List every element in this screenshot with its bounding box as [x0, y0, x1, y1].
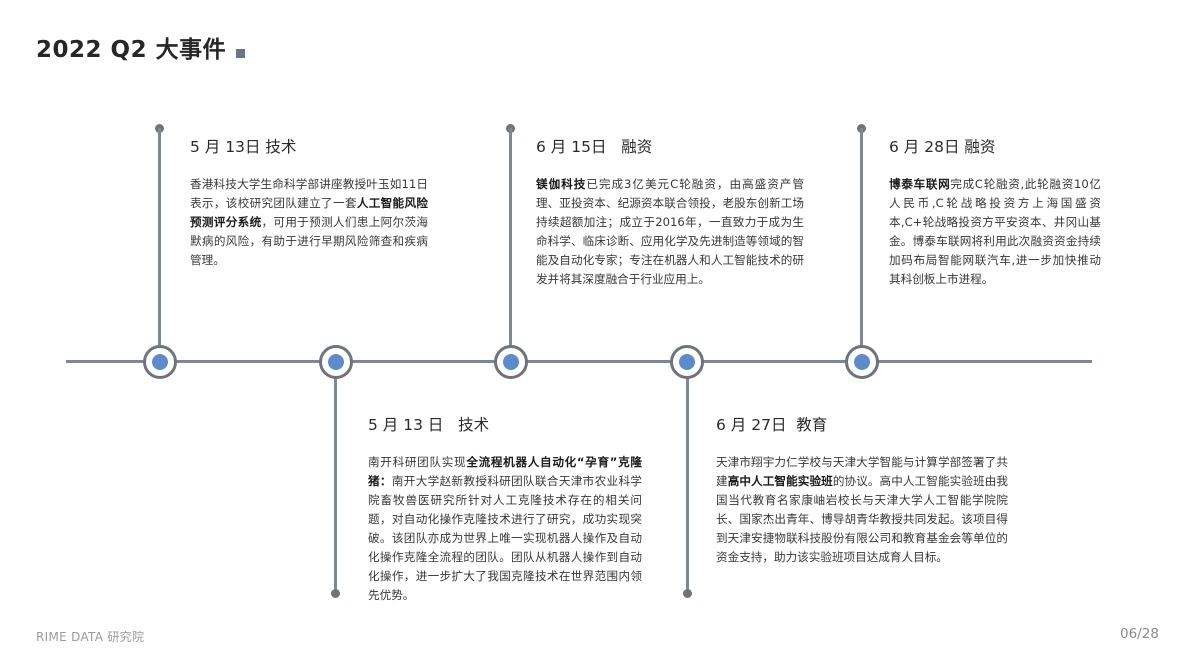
- event-highlight: 高中人工智能实验班: [727, 474, 833, 488]
- event-highlight: 镁伽科技: [536, 177, 587, 191]
- event-text: ，可用于预测人们患上阿尔茨海默病的风险，有助于进行早期风险筛查和疾病管理。: [190, 215, 428, 267]
- timeline-node: [319, 345, 353, 379]
- event-text: 南开大学赵新教授科研团队联合天津市农业科学院畜牧兽医研究所针对人工克隆技术存在的…: [368, 474, 642, 602]
- event-highlight: 全流程机器人自动化“孕育”克隆猪：: [368, 455, 642, 488]
- event-heading: 5 月 13日 技术: [190, 138, 297, 156]
- footer-brand: RIME DATA 研究院: [36, 630, 145, 644]
- event-description: 天津市翔宇力仁学校与天津大学智能与计算学部签署了共建高中人工智能实验班的协议。高…: [716, 453, 1008, 567]
- event-card: 6 月 27日 教育 天津市翔宇力仁学校与天津大学智能与计算学部签署了共建高中人…: [716, 413, 1008, 567]
- page-number: 06/28: [1120, 626, 1159, 642]
- title-square-icon: [236, 49, 246, 58]
- event-card: 6 月 28日 融资 博泰车联网完成C轮融资,此轮融资10亿人民币,C轮战略投资…: [889, 135, 1101, 289]
- connector-cap: [331, 589, 340, 598]
- event-description: 香港科技大学生命科学部讲座教授叶玉如11日表示，该校研究团队建立了一套人工智能风…: [190, 175, 428, 270]
- event-card: 6 月 15日 融资 镁伽科技已完成3亿美元C轮融资，由高盛资产管理、亚投资本、…: [536, 135, 804, 289]
- connector-line: [860, 128, 863, 346]
- event-heading: 5 月 13 日 技术: [368, 416, 490, 434]
- event-card: 5 月 13日 技术 香港科技大学生命科学部讲座教授叶玉如11日表示，该校研究团…: [190, 135, 428, 270]
- node-dot-icon: [152, 354, 168, 370]
- timeline-node: [670, 345, 704, 379]
- event-text: 已完成3亿美元C轮融资，由高盛资产管理、亚投资本、纪源资本联合领投，老股东创新工…: [536, 177, 804, 286]
- event-description: 博泰车联网完成C轮融资,此轮融资10亿人民币,C轮战略投资方上海国盛资本,C+轮…: [889, 175, 1101, 289]
- connector-cap: [683, 589, 692, 598]
- page-title-text: 2022 Q2 大事件: [36, 37, 227, 63]
- event-description: 南开科研团队实现全流程机器人自动化“孕育”克隆猪：南开大学赵新教授科研团队联合天…: [368, 453, 642, 605]
- timeline-node: [143, 345, 177, 379]
- event-text: 的协议。高中人工智能实验班由我国当代教育名家康岫岩校长与天津大学人工智能学院院长…: [716, 474, 1008, 564]
- timeline-node: [494, 345, 528, 379]
- page-title: 2022 Q2 大事件: [36, 30, 246, 64]
- event-heading: 6 月 28日 融资: [889, 138, 996, 156]
- event-heading: 6 月 15日 融资: [536, 138, 653, 156]
- node-dot-icon: [854, 354, 870, 370]
- connector-line: [334, 378, 337, 593]
- event-highlight: 人工智能风险预测评分系统: [190, 196, 428, 229]
- event-text: 南开科研团队实现: [368, 455, 467, 469]
- event-text: 完成C轮融资,此轮融资10亿人民币,C轮战略投资方上海国盛资本,C+轮战略投资方…: [889, 177, 1101, 286]
- timeline-node: [845, 345, 879, 379]
- event-card: 5 月 13 日 技术 南开科研团队实现全流程机器人自动化“孕育”克隆猪：南开大…: [368, 413, 642, 605]
- event-text: 天津市翔宇力仁学校与天津大学智能与计算学部签署了共建: [716, 455, 1008, 488]
- node-dot-icon: [503, 354, 519, 370]
- timeline-axis: [66, 360, 1092, 363]
- connector-line: [509, 128, 512, 346]
- node-dot-icon: [328, 354, 344, 370]
- event-description: 镁伽科技已完成3亿美元C轮融资，由高盛资产管理、亚投资本、纪源资本联合领投，老股…: [536, 175, 804, 289]
- node-dot-icon: [679, 354, 695, 370]
- event-heading: 6 月 27日 教育: [716, 416, 828, 434]
- connector-line: [686, 378, 689, 593]
- event-text: 香港科技大学生命科学部讲座教授叶玉如11日表示，该校研究团队建立了一套: [190, 177, 428, 210]
- event-highlight: 博泰车联网: [889, 177, 951, 191]
- connector-line: [158, 128, 161, 346]
